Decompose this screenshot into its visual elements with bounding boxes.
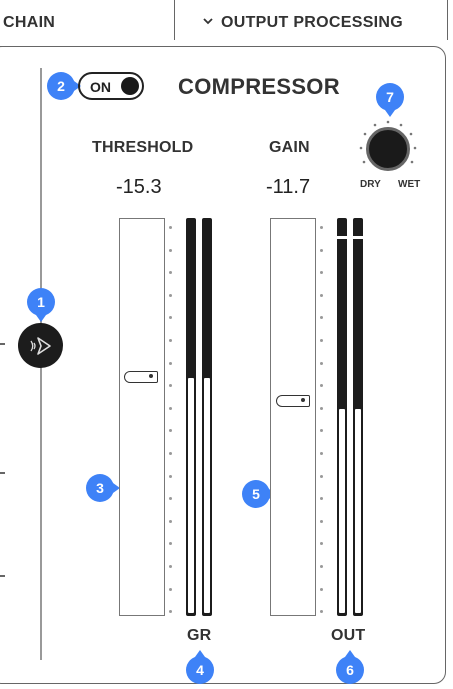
scale-dot xyxy=(320,542,323,546)
scale-dot xyxy=(169,316,172,320)
gr-meter-left xyxy=(186,218,196,616)
badge-3: 3 xyxy=(86,474,120,502)
wet-label: WET xyxy=(398,179,421,190)
scale-dot xyxy=(320,587,323,591)
gr-meter-right xyxy=(202,218,212,616)
scale-dot xyxy=(320,339,323,342)
scale-dot xyxy=(320,474,323,478)
out-meter-left-peak xyxy=(337,236,347,239)
gain-label: GAIN xyxy=(269,139,310,156)
scale-dot xyxy=(169,610,172,614)
badge-4: 4 xyxy=(186,650,214,684)
scale-dot xyxy=(320,565,323,568)
tab-output-processing-label: OUTPUT PROCESSING xyxy=(221,14,404,31)
out-label: OUT xyxy=(331,627,366,644)
scale-dot xyxy=(320,429,323,433)
scale-dot xyxy=(169,384,172,388)
badge-7: 7 xyxy=(376,83,404,117)
dry-wet-knob[interactable] xyxy=(366,127,410,171)
badge-2: 2 xyxy=(47,72,81,100)
scale-dot xyxy=(169,542,172,546)
scale-dot xyxy=(320,610,323,614)
scale-dot xyxy=(169,474,172,478)
tab-chain-label: CHAIN xyxy=(3,14,56,31)
badge-6: 6 xyxy=(336,650,364,684)
scale-dot xyxy=(169,293,172,297)
scale-dot xyxy=(169,339,172,342)
gr-meter-right-fill xyxy=(204,377,210,613)
threshold-label: THRESHOLD xyxy=(92,139,194,156)
out-meter-left-fill xyxy=(339,409,345,613)
side-tick xyxy=(0,472,5,474)
scale-dot xyxy=(320,226,323,229)
scale-dot xyxy=(169,248,172,252)
out-meter-right-peak xyxy=(353,236,363,239)
tab-output-processing[interactable]: OUTPUT PROCESSING xyxy=(174,0,448,40)
side-tick xyxy=(0,343,5,345)
scale-dot xyxy=(169,271,172,275)
scale-dot xyxy=(320,293,323,297)
threshold-slider-track[interactable] xyxy=(119,218,165,616)
scale-dot xyxy=(169,565,172,568)
toggle-label: ON xyxy=(90,79,111,95)
badge-5: 5 xyxy=(242,480,276,508)
scale-dot xyxy=(320,497,323,501)
scale-dot xyxy=(320,361,323,365)
compressor-on-toggle[interactable]: ON xyxy=(78,72,144,100)
threshold-slider-handle[interactable] xyxy=(124,371,158,384)
tab-chain[interactable]: CHAIN xyxy=(0,0,60,47)
scale-dot xyxy=(320,519,323,523)
scale-dot xyxy=(169,519,172,523)
gr-meter-left-fill xyxy=(188,377,194,613)
out-meter-right xyxy=(353,218,363,616)
scale-dot xyxy=(169,452,172,455)
out-meter-right-fill xyxy=(355,409,361,613)
dry-label: DRY xyxy=(360,179,381,190)
gain-slider-track[interactable] xyxy=(270,218,316,616)
badge-1: 1 xyxy=(27,288,55,322)
threshold-value: -15.3 xyxy=(116,176,162,198)
scale-dot xyxy=(169,587,172,591)
scale-dot xyxy=(320,406,323,410)
gain-value: -11.7 xyxy=(266,176,311,198)
out-meter-left xyxy=(337,218,347,616)
scale-dot xyxy=(320,271,323,275)
scale-dot xyxy=(169,361,172,365)
side-tick xyxy=(0,575,5,577)
scale-dot xyxy=(169,406,172,410)
scale-dot xyxy=(320,316,323,320)
send-audio-button[interactable] xyxy=(18,323,63,368)
knob-scale xyxy=(359,120,417,164)
compressor-title: COMPRESSOR xyxy=(178,74,340,99)
scale-dot xyxy=(320,384,323,388)
scale-dot xyxy=(169,497,172,501)
chevron-down-icon xyxy=(203,18,213,25)
send-audio-icon xyxy=(29,336,51,355)
scale-dot xyxy=(320,248,323,252)
compressor-panel xyxy=(0,46,446,684)
scale-dot xyxy=(169,429,172,433)
gr-label: GR xyxy=(187,627,212,644)
scale-dot xyxy=(169,226,172,229)
toggle-knob xyxy=(121,77,139,95)
scale-dot xyxy=(320,452,323,455)
gain-slider-handle[interactable] xyxy=(276,395,310,408)
